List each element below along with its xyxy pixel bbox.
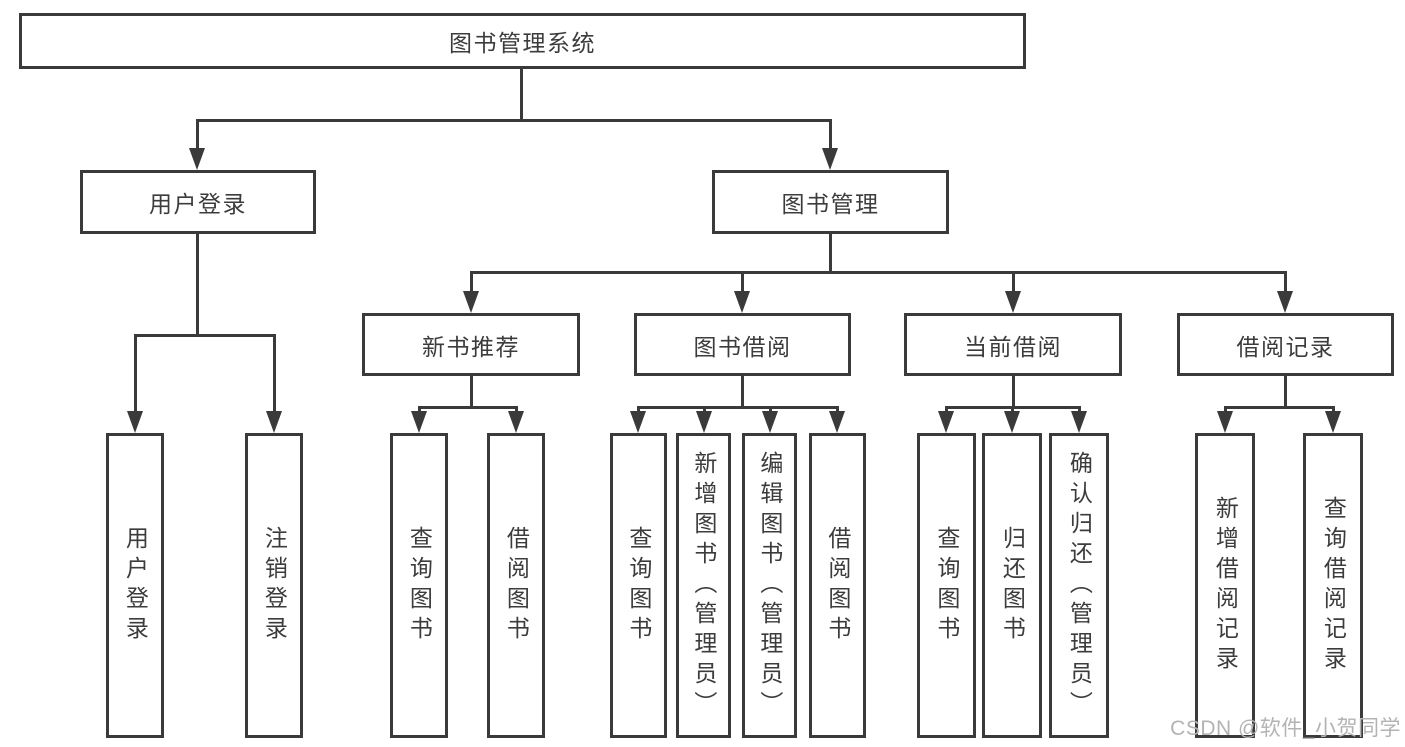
node-label: 图书借阅 bbox=[693, 333, 792, 360]
connector-vline bbox=[134, 334, 137, 413]
leaf-user-login: 用户登录 bbox=[106, 433, 164, 738]
connector-hline bbox=[418, 406, 518, 409]
node-label: 新增借阅记录 bbox=[1212, 495, 1239, 676]
node-label: 编辑图书（管理员） bbox=[756, 450, 783, 721]
node-label: 借阅图书 bbox=[503, 525, 530, 646]
leaf-edit-books-admin: 编辑图书（管理员） bbox=[742, 433, 797, 738]
connector-hline bbox=[637, 406, 839, 409]
node-label: 注销登录 bbox=[261, 525, 288, 646]
connector-vline bbox=[470, 271, 473, 293]
node-label: 图书管理 bbox=[781, 191, 880, 217]
node-label: 新增图书（管理员） bbox=[690, 450, 717, 721]
node-new-book-recommendation: 新书推荐 bbox=[362, 313, 580, 376]
node-label: 查询图书 bbox=[933, 525, 960, 646]
leaf-add-borrow-record: 新增借阅记录 bbox=[1195, 433, 1255, 738]
node-label: 借阅图书 bbox=[824, 525, 851, 646]
connector-vline bbox=[769, 406, 772, 414]
connector-vline bbox=[1011, 406, 1014, 414]
csdn-watermark: CSDN @软件_小贺同学 bbox=[1170, 717, 1401, 740]
connector-vline bbox=[1078, 406, 1081, 414]
leaf-logout-login: 注销登录 bbox=[245, 433, 303, 738]
arrowhead-down bbox=[829, 411, 845, 433]
node-label: 图书管理系统 bbox=[449, 30, 596, 56]
connector-vline bbox=[703, 406, 706, 414]
node-label: 当前借阅 bbox=[964, 333, 1062, 360]
connector-hline bbox=[1224, 406, 1335, 409]
connector-vline bbox=[637, 406, 640, 414]
arrowhead-down bbox=[508, 411, 524, 433]
node-label: 查询借阅记录 bbox=[1320, 495, 1347, 676]
node-borrowing-records: 借阅记录 bbox=[1177, 313, 1394, 376]
connector-vline bbox=[836, 406, 839, 414]
arrowhead-down bbox=[630, 411, 646, 433]
node-current-borrowing: 当前借阅 bbox=[904, 313, 1122, 376]
connector-vline bbox=[945, 406, 948, 414]
connector-vline bbox=[196, 233, 199, 336]
connector-vline bbox=[741, 271, 744, 293]
leaf-query-books-2: 查询图书 bbox=[610, 433, 667, 738]
node-label: 查询图书 bbox=[625, 525, 652, 646]
arrowhead-down bbox=[734, 291, 750, 313]
arrowhead-down bbox=[1005, 291, 1021, 313]
connector-vline bbox=[196, 119, 199, 151]
connector-vline bbox=[1332, 406, 1335, 414]
arrowhead-down bbox=[1004, 411, 1020, 433]
arrowhead-down bbox=[822, 148, 838, 170]
arrowhead-down bbox=[1217, 411, 1233, 433]
leaf-confirm-return-admin: 确认归还（管理员） bbox=[1049, 433, 1109, 738]
leaf-borrow-books-2: 借阅图书 bbox=[809, 433, 866, 738]
node-library-system: 图书管理系统 bbox=[19, 13, 1026, 69]
connector-vline bbox=[829, 233, 832, 274]
connector-vline bbox=[741, 374, 744, 409]
leaf-add-books-admin: 新增图书（管理员） bbox=[676, 433, 731, 738]
connector-vline bbox=[418, 406, 421, 414]
connector-hline bbox=[134, 334, 276, 337]
arrowhead-down bbox=[938, 411, 954, 433]
node-book-borrowing: 图书借阅 bbox=[634, 313, 851, 376]
arrowhead-down bbox=[1071, 411, 1087, 433]
node-label: 查询图书 bbox=[406, 525, 433, 646]
connector-vline bbox=[829, 119, 832, 151]
leaf-return-books: 归还图书 bbox=[982, 433, 1042, 738]
node-user-login: 用户登录 bbox=[80, 170, 316, 234]
node-label: 用户登录 bbox=[149, 191, 247, 217]
arrowhead-down bbox=[463, 291, 479, 313]
connector-vline bbox=[470, 374, 473, 409]
arrowhead-down bbox=[411, 411, 427, 433]
arrowhead-down bbox=[1277, 291, 1293, 313]
node-label: 用户登录 bbox=[122, 525, 149, 646]
leaf-query-books-3: 查询图书 bbox=[917, 433, 976, 738]
node-label: 借阅记录 bbox=[1236, 333, 1335, 360]
connector-vline bbox=[1284, 374, 1287, 409]
leaf-query-books-1: 查询图书 bbox=[390, 433, 448, 738]
arrowhead-down bbox=[266, 411, 282, 433]
connector-vline bbox=[1284, 271, 1287, 293]
connector-vline bbox=[1012, 374, 1015, 409]
connector-vline bbox=[1224, 406, 1227, 414]
connector-hline bbox=[470, 271, 1286, 274]
leaf-borrow-books-1: 借阅图书 bbox=[487, 433, 545, 738]
node-label: 新书推荐 bbox=[422, 333, 520, 360]
arrowhead-down bbox=[1325, 411, 1341, 433]
connector-vline bbox=[515, 406, 518, 414]
arrowhead-down bbox=[696, 411, 712, 433]
arrowhead-down bbox=[189, 148, 205, 170]
node-book-management: 图书管理 bbox=[712, 170, 949, 234]
arrowhead-down bbox=[762, 411, 778, 433]
connector-vline bbox=[520, 68, 523, 120]
connector-vline bbox=[273, 334, 276, 413]
leaf-query-borrow-record: 查询借阅记录 bbox=[1303, 433, 1363, 738]
arrowhead-down bbox=[127, 411, 143, 433]
node-label: 归还图书 bbox=[999, 525, 1026, 646]
connector-hline bbox=[196, 119, 832, 122]
connector-vline bbox=[1012, 271, 1015, 293]
node-label: 确认归还（管理员） bbox=[1066, 450, 1093, 721]
